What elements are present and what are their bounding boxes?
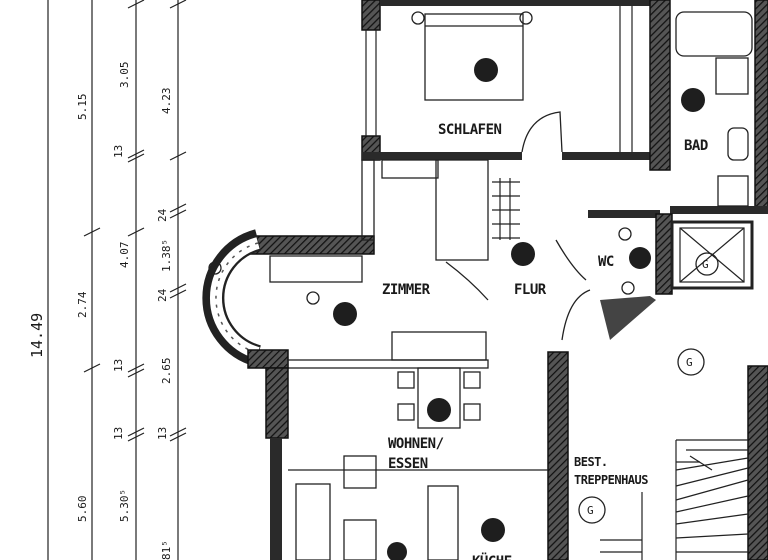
svg-text:G: G xyxy=(702,258,709,271)
room-label-kueche: KÜCHE xyxy=(472,552,512,560)
walls xyxy=(202,0,768,560)
dim-2-74: 2.74 xyxy=(76,291,89,318)
svg-text:G: G xyxy=(686,356,693,369)
room-label-bad: BAD xyxy=(684,138,708,154)
dim-81: 81⁵ xyxy=(160,540,173,560)
dim-24-a: 24 xyxy=(156,208,169,222)
dim-24-b: 24 xyxy=(156,288,169,302)
dim-2-65: 2.65 xyxy=(160,358,173,385)
light-fixtures xyxy=(208,58,705,560)
dimension-lines xyxy=(47,0,187,560)
room-label-treppenhaus-1: BEST. xyxy=(574,455,608,469)
room-label-treppenhaus-2: TREPPENHAUS xyxy=(574,473,648,487)
furniture xyxy=(269,6,753,560)
room-label-essen: ESSEN xyxy=(388,456,428,472)
dim-5-60: 5.60 xyxy=(76,496,89,523)
dim-5-30: 5.30⁵ xyxy=(118,489,131,522)
dim-13-b: 13 xyxy=(112,359,125,372)
dim-4-07: 4.07 xyxy=(118,242,131,269)
dim-4-23: 4.23 xyxy=(160,88,173,115)
dim-1-38: 1.38⁵ xyxy=(160,239,173,272)
room-label-wohnen: WOHNEN/ xyxy=(388,436,444,452)
svg-text:G: G xyxy=(587,504,594,517)
gas-marker-2: G xyxy=(677,348,705,376)
dim-13-c: 13 xyxy=(112,427,125,440)
room-label-flur: FLUR xyxy=(514,282,547,298)
dim-13-d: 13 xyxy=(156,427,169,440)
dim-total: 14.49 xyxy=(28,313,46,358)
dim-13-a: 13 xyxy=(112,145,125,158)
gas-marker-3: G xyxy=(578,496,606,524)
staircase xyxy=(600,439,749,560)
dim-3-05: 3.05 xyxy=(118,62,131,89)
room-label-zimmer: ZIMMER xyxy=(382,282,431,298)
room-label-schlafen: SCHLAFEN xyxy=(438,122,502,138)
room-label-wc: WC xyxy=(598,254,614,270)
dim-5-15: 5.15 xyxy=(76,94,89,121)
gas-marker-1: G xyxy=(695,252,719,276)
